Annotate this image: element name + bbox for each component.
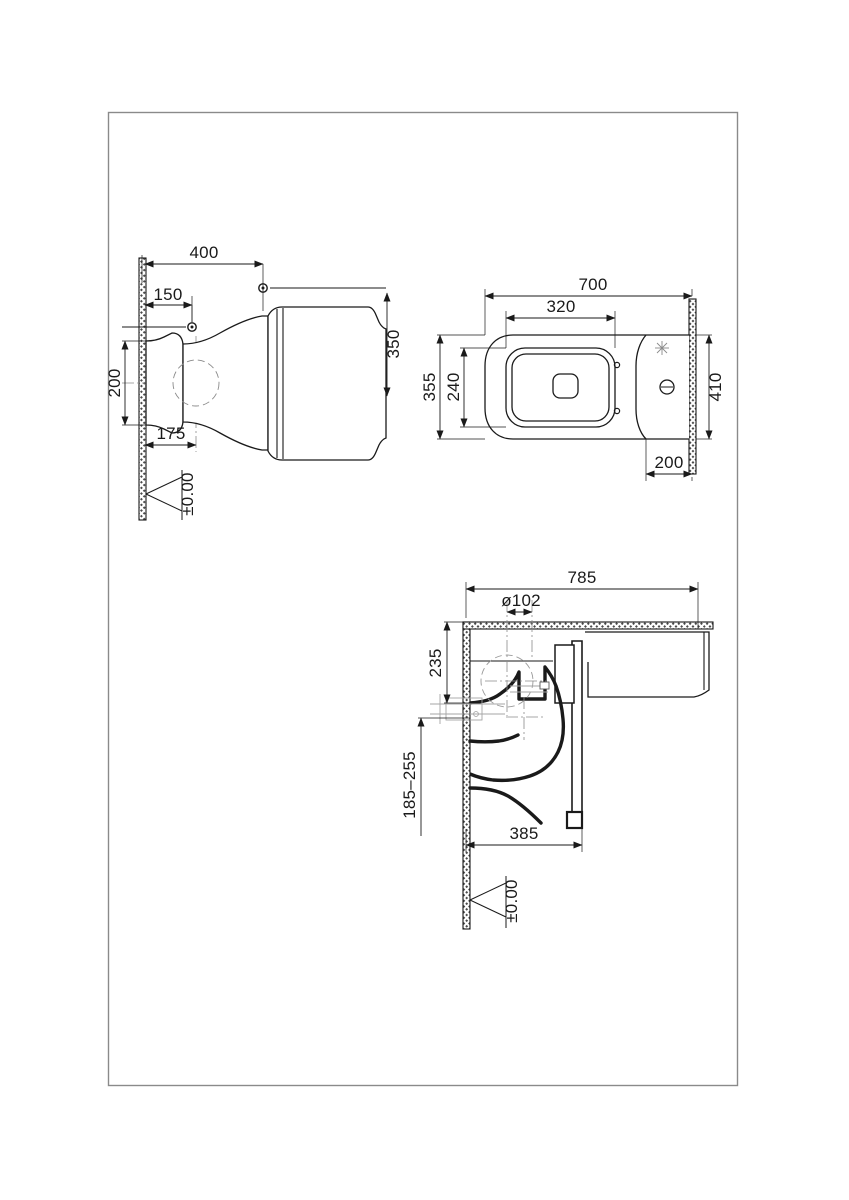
section-dim-185-255-label: 185–255 xyxy=(400,751,419,819)
fixing-bracket-construction xyxy=(430,694,505,724)
plan-dim-320-label: 320 xyxy=(547,297,576,316)
plan-dim-240-label: 240 xyxy=(444,373,463,402)
pan-trap-section xyxy=(468,786,543,825)
front-elevation-view: 400 150 200 175 xyxy=(105,243,403,521)
front-dim-150: 150 xyxy=(144,285,193,322)
front-dim-400: 400 xyxy=(144,243,264,284)
pan-rear-flare-plan xyxy=(635,334,647,440)
plan-dim-200-label: 200 xyxy=(655,453,684,472)
section-dim-d102: ø102 xyxy=(501,591,541,616)
sheet-border xyxy=(107,111,739,1087)
section-dim-385-label: 385 xyxy=(510,824,539,843)
wall-section-side xyxy=(462,621,471,930)
fixing-hole-lower xyxy=(187,322,197,332)
pan-body-section xyxy=(469,665,566,783)
section-dim-235: 235 xyxy=(426,621,451,704)
front-dim-350-label: 350 xyxy=(384,330,403,359)
plan-dim-240: 240 xyxy=(444,347,468,428)
pan-outlet-section xyxy=(468,733,520,744)
crosshair-mark-plan xyxy=(655,341,669,355)
section-dim-785-label: 785 xyxy=(568,568,597,587)
section-dim-385: 385 xyxy=(465,824,583,849)
plan-top-view: 700 320 355 240 410 xyxy=(420,275,725,481)
plan-dim-200: 200 xyxy=(645,453,693,478)
front-dim-150-label: 150 xyxy=(154,285,183,304)
section-datum-label: ±0.00 xyxy=(502,879,521,922)
pan-outline-front xyxy=(145,332,184,434)
plan-dim-355-label: 355 xyxy=(420,373,439,402)
seat-fixing-hole-top xyxy=(613,361,621,369)
plan-dim-410-label: 410 xyxy=(706,373,725,402)
pan-foot-block xyxy=(565,810,584,830)
wall-section-plan xyxy=(688,298,697,475)
slab-section-side xyxy=(462,621,714,630)
front-dim-175: 175 xyxy=(144,424,197,449)
front-datum-label: ±0.00 xyxy=(178,472,197,515)
seat-lid-section xyxy=(585,631,710,698)
seat-fixing-hole-bottom xyxy=(613,407,621,415)
front-dim-350: 350 xyxy=(383,292,403,397)
front-dim-200: 200 xyxy=(105,340,146,426)
inlet-valve-construction xyxy=(510,681,550,693)
plan-dim-700: 700 xyxy=(484,275,693,300)
side-section-view: 785 ø102 235 185–255 385 xyxy=(400,568,714,930)
section-dim-185-255: 185–255 xyxy=(400,717,425,836)
outlet-circle-plan xyxy=(659,379,675,395)
section-dim-d102-label: ø102 xyxy=(501,591,541,610)
section-dim-235-label: 235 xyxy=(426,649,445,678)
plan-dim-410: 410 xyxy=(696,334,725,440)
flush-outlet-square xyxy=(552,373,579,399)
front-dim-175-label: 175 xyxy=(157,424,186,443)
pan-outlet-circle-front xyxy=(172,359,220,407)
section-datum-symbol: ±0.00 xyxy=(469,876,521,928)
wall-section-front xyxy=(138,257,147,521)
plan-dim-355: 355 xyxy=(420,334,444,440)
front-dim-200-label: 200 xyxy=(105,369,124,398)
plan-dim-700-label: 700 xyxy=(579,275,608,294)
plan-dim-320: 320 xyxy=(505,297,616,322)
section-dim-785: 785 xyxy=(465,568,699,593)
front-dim-400-label: 400 xyxy=(190,243,219,262)
seat-outline-front xyxy=(267,306,387,461)
front-datum-symbol: ±0.00 xyxy=(145,470,197,520)
